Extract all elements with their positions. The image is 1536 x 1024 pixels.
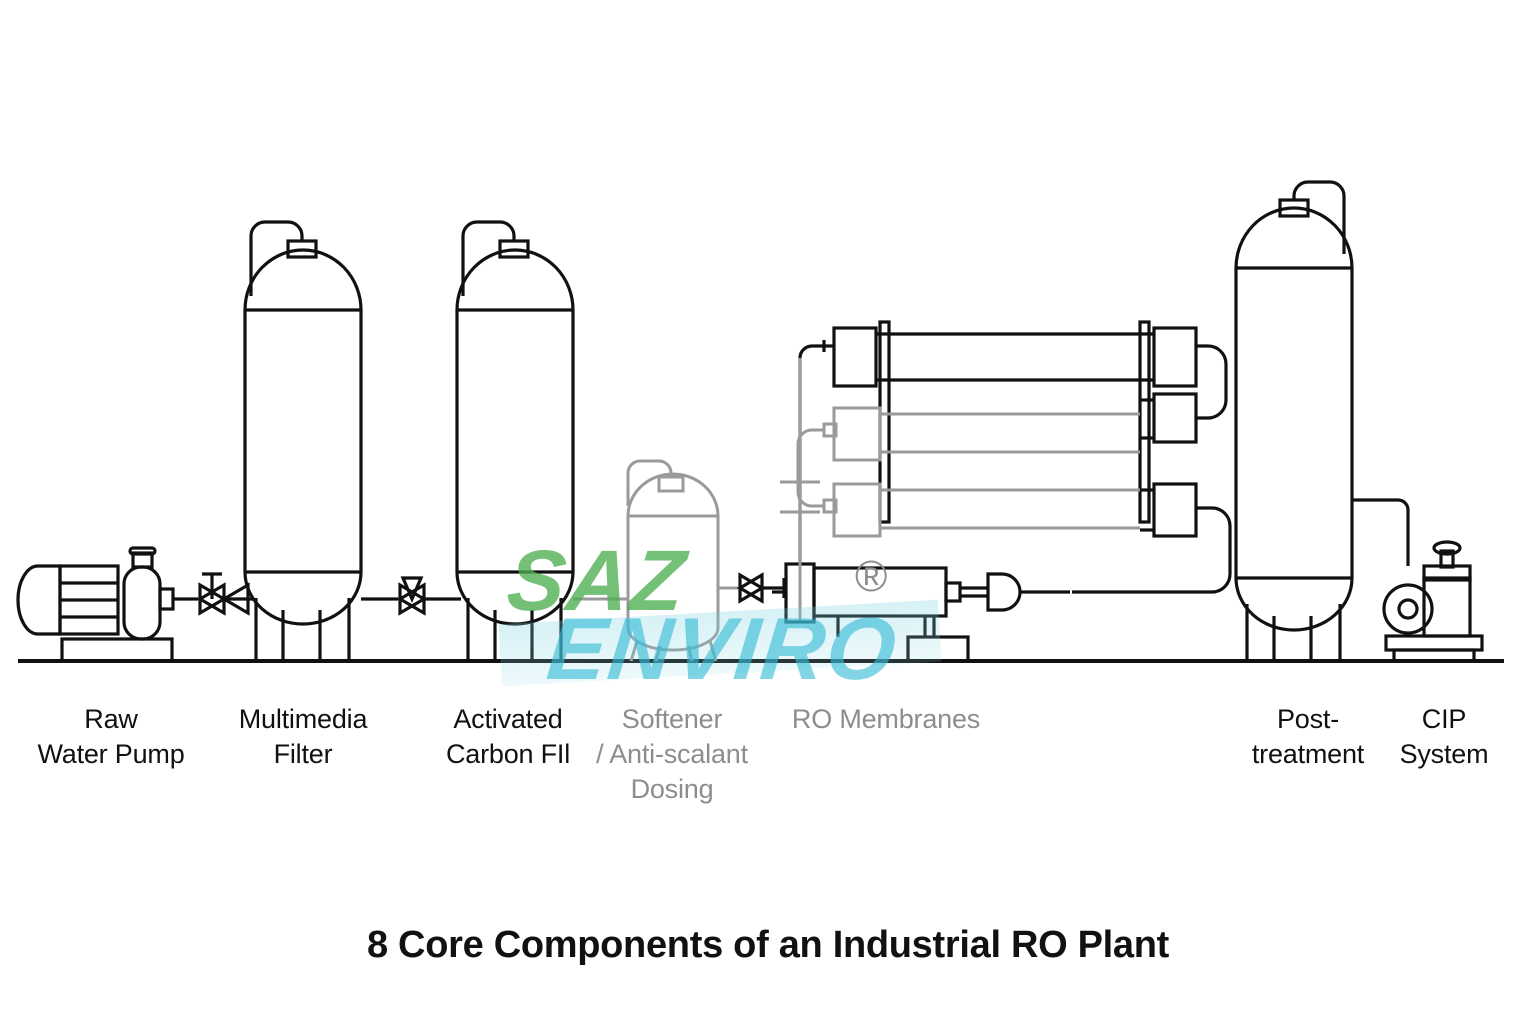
label-post-treatment: Post- treatment xyxy=(1251,704,1365,769)
label-ro-membranes: RO Membranes xyxy=(791,704,981,734)
activated-carbon-vessel xyxy=(455,220,575,661)
membrane-vessel-3-left xyxy=(832,482,882,538)
label-activated-carbon: Activated Carbon FIl xyxy=(445,704,571,769)
membrane-vessel-2-left xyxy=(832,406,882,462)
registered-mark-icon: ® xyxy=(855,552,888,601)
diagram-title: 8 Core Components of an Industrial RO Pl… xyxy=(366,924,1170,966)
label-cip-system: CIP System xyxy=(1399,704,1489,769)
label-softener-dosing: Softener / Anti-scalant Dosing xyxy=(596,704,748,804)
post-treatment-vessel xyxy=(1234,180,1354,661)
pipe-hp-to-membranes xyxy=(798,344,824,564)
multimedia-filter-vessel xyxy=(243,220,363,661)
centrifugal-pump-icon xyxy=(16,546,175,663)
softener-vessel xyxy=(626,459,720,662)
hp-pump-icon xyxy=(772,562,1070,663)
label-multimedia-filter: Multimedia Filter xyxy=(238,704,368,769)
cip-skid-icon xyxy=(1382,540,1484,663)
pipe-post-to-cip xyxy=(1352,498,1410,566)
gate-valve-3 xyxy=(736,572,786,604)
label-raw-water-pump: Raw Water Pump xyxy=(37,704,185,769)
